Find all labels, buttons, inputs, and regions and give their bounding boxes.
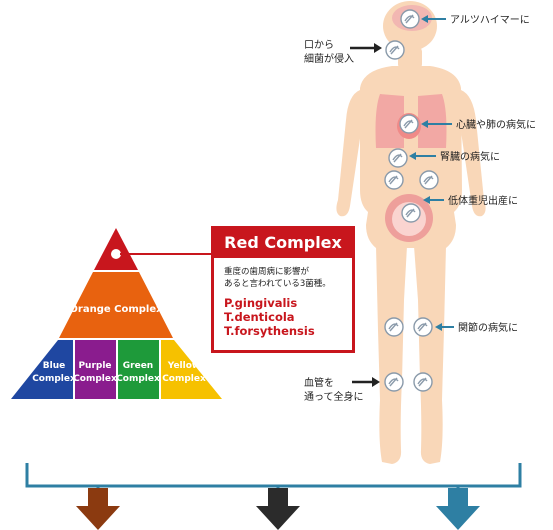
bacteria-icon <box>401 203 421 223</box>
label-mouth-line1: 口から <box>304 39 334 51</box>
yellow-complex-label-2: Complex <box>162 374 206 384</box>
bacteria-icon <box>384 372 404 392</box>
bacteria-icon <box>419 170 439 190</box>
label-mouth-line2: 細菌が侵入 <box>304 52 354 65</box>
lungs <box>375 94 447 148</box>
purple-complex-label-2: Complex <box>73 374 117 384</box>
right-arrows <box>409 15 454 331</box>
pyramid-top-dot <box>111 249 121 259</box>
pyramid-yellow <box>161 340 222 399</box>
label-low-birth-weight: 低体重児出産に <box>448 194 518 207</box>
purple-complex-label-1: Purple <box>78 361 111 371</box>
bacteria-icon <box>400 9 420 29</box>
down-arrow-black <box>256 488 300 530</box>
yellow-complex-label-1: Yellow <box>167 361 200 371</box>
bottom-bracket <box>25 463 522 490</box>
label-blood-line1: 血管を <box>304 376 334 389</box>
label-heart-lung: 心臓や肺の病気に <box>456 118 536 131</box>
pyramid-orange <box>59 272 173 338</box>
green-complex-label-2: Complex <box>116 374 160 384</box>
pyramid-purple <box>75 340 116 399</box>
label-kidney: 腎臓の病気に <box>440 150 500 163</box>
pyramid: Orange Complex Blue Complex Purple Compl… <box>11 228 222 399</box>
red-complex-desc-line1: 重度の歯周病に影響が <box>224 267 310 277</box>
species-item: P.gingivalis <box>224 296 298 310</box>
down-arrows <box>76 488 480 530</box>
red-complex-description: 重度の歯周病に影響が あると言われている3菌種。 <box>214 258 352 290</box>
orange-complex-label: Orange Complex <box>69 304 163 315</box>
blue-complex-label-2: Complex <box>32 374 76 384</box>
red-complex-title: Red Complex <box>214 229 352 258</box>
species-item: T.forsythensis <box>224 324 315 338</box>
species-item: T.denticola <box>224 310 295 324</box>
bacteria-icons <box>384 9 439 392</box>
blue-complex-label-1: Blue <box>43 361 65 371</box>
species-list: P.gingivalis T.denticola T.forsythensis <box>214 290 352 338</box>
bacteria-icon <box>399 114 419 134</box>
down-arrow-blue <box>436 488 480 530</box>
left-arrows <box>350 43 382 387</box>
bacteria-icon <box>384 317 404 337</box>
bacteria-icon <box>384 170 404 190</box>
bacteria-icon <box>413 372 433 392</box>
bacteria-icon <box>385 40 405 60</box>
red-complex-desc-line2: あると言われている3菌種。 <box>224 279 331 289</box>
label-alzheimer: アルツハイマーに <box>450 14 530 26</box>
down-arrow-brown <box>76 488 120 530</box>
green-complex-label-1: Green <box>123 361 153 371</box>
label-blood-line2: 通って全身に <box>304 390 364 403</box>
bacteria-icon <box>413 317 433 337</box>
pyramid-green <box>118 340 159 399</box>
pyramid-blue <box>11 340 73 399</box>
label-joint: 関節の病気に <box>458 321 518 334</box>
bacteria-icon <box>388 148 408 168</box>
red-complex-box: Red Complex 重度の歯周病に影響が あると言われている3菌種。 P.g… <box>211 226 355 353</box>
